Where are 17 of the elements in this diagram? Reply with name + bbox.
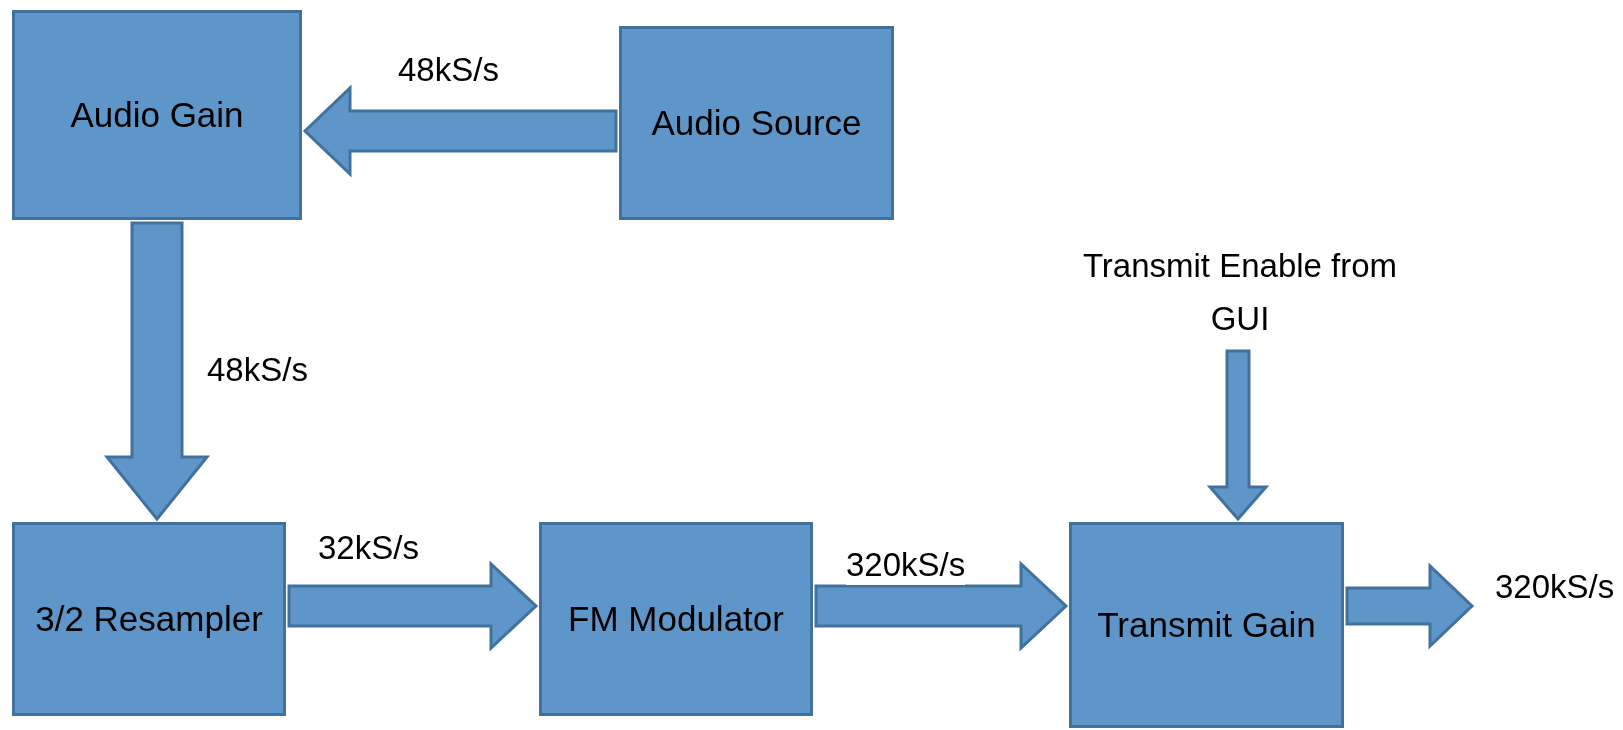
block-arrow [1206, 349, 1270, 522]
process-box [539, 522, 813, 716]
process-box [619, 26, 894, 220]
block-arrow [103, 221, 211, 522]
process-box [12, 10, 302, 220]
input-label: Transmit Enable from GUI [1081, 246, 1399, 339]
process-box [12, 522, 286, 716]
block-label: Transmit Gain [1096, 604, 1317, 646]
block-arrow [302, 84, 618, 178]
block-label: Audio Source [650, 102, 863, 144]
block-label: Audio Gain [69, 94, 245, 136]
block-arrow [814, 560, 1069, 652]
block-label: FM Modulator [567, 598, 785, 640]
block-arrow [287, 560, 539, 652]
process-box [1069, 522, 1344, 728]
block-label: 3/2 Resampler [34, 598, 264, 640]
block-arrow [1345, 562, 1475, 650]
